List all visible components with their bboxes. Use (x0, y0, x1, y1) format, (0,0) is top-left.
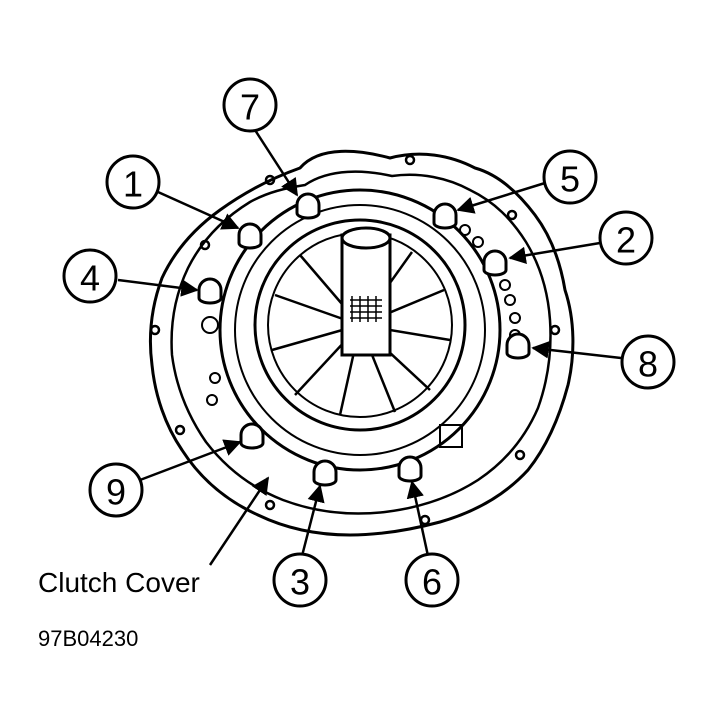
bolt-2 (482, 249, 508, 277)
leader-8 (531, 341, 622, 360)
leader-4 (117, 278, 199, 297)
callout-7: 7 (222, 77, 278, 133)
callout-1: 1 (105, 154, 161, 210)
figure-id: 97B04230 (38, 626, 138, 651)
pressure-plate-ring-outer (218, 188, 502, 472)
bolt-7 (295, 192, 321, 220)
leader-5 (456, 181, 546, 214)
cover-tabs (149, 154, 561, 526)
svg-text:8: 8 (638, 344, 658, 385)
callout-9: 9 (88, 462, 144, 518)
svg-text:9: 9 (106, 472, 126, 513)
leader-2 (508, 241, 601, 265)
alignment-tool (340, 233, 392, 357)
leader-7 (253, 129, 299, 197)
leader-6 (406, 480, 430, 557)
svg-text:4: 4 (80, 258, 100, 299)
leader-9 (139, 439, 242, 482)
clutch-cover-inner-outline (170, 170, 552, 515)
leader-clutch-cover (208, 476, 270, 566)
diaphragm-spring-ring (253, 218, 467, 432)
alignment-tool-top (340, 226, 392, 250)
svg-text:3: 3 (290, 562, 310, 603)
alignment-tool-splines (350, 296, 382, 322)
leader-3 (300, 484, 325, 557)
callout-2: 2 (598, 210, 654, 266)
svg-text:1: 1 (123, 164, 143, 205)
leader-lines (117, 129, 622, 566)
leader-1 (157, 190, 240, 230)
clutch-cover-outline (149, 149, 575, 537)
callout-8: 8 (620, 334, 676, 390)
bolt-4 (197, 277, 223, 305)
svg-text:2: 2 (616, 220, 636, 261)
callout-5: 5 (542, 149, 598, 205)
svg-text:6: 6 (422, 562, 442, 603)
bolt-5 (432, 202, 458, 230)
callouts: 1 2 3 4 5 6 7 8 9 (62, 77, 676, 608)
callout-3: 3 (272, 552, 328, 608)
svg-text:7: 7 (240, 87, 260, 128)
bolt-8 (505, 332, 531, 360)
bolt-9 (239, 422, 265, 450)
callout-4: 4 (62, 248, 118, 304)
bolt-3 (312, 459, 338, 487)
bolt-6 (397, 455, 423, 483)
bolt-1 (237, 222, 263, 250)
callout-6: 6 (404, 552, 460, 608)
pressure-plate-ring-mid (234, 204, 486, 456)
clutch-cover-label: Clutch Cover (38, 567, 200, 598)
svg-text:5: 5 (560, 159, 580, 200)
